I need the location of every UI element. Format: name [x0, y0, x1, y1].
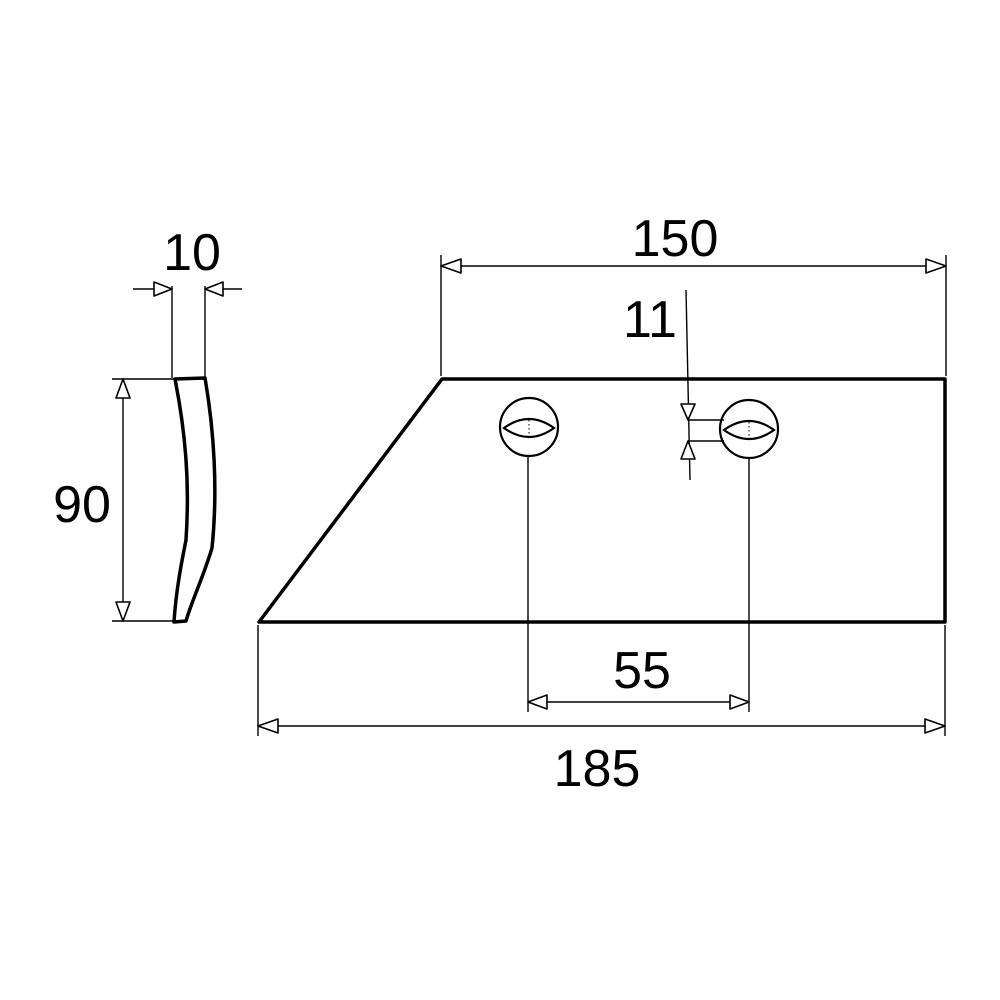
height-label: 90 — [53, 476, 111, 534]
bottom-length-label: 185 — [554, 740, 641, 798]
side-profile-outline — [172, 376, 217, 624]
hole-spacing-arrow-right — [729, 694, 750, 710]
hole-spacing-label: 55 — [613, 642, 671, 700]
hole-diameter-arrow-top — [680, 403, 696, 421]
thickness-arrow-right — [204, 281, 224, 297]
hole-diameter-label: 11 — [623, 291, 677, 349]
bottom-length-arrow-right — [924, 718, 946, 734]
top-length-label: 150 — [632, 210, 719, 268]
top-length-arrow-left — [440, 258, 462, 274]
side-view: 10 90 — [53, 224, 242, 624]
front-view: 150 11 55 185 — [257, 210, 947, 798]
blade-outline — [257, 377, 947, 624]
hole-spacing-arrow-left — [527, 694, 548, 710]
height-arrow-top — [115, 378, 131, 399]
top-length-arrow-right — [925, 258, 947, 274]
mounting-hole-left — [498, 396, 560, 458]
thickness-label: 10 — [163, 224, 221, 282]
mounting-hole-right — [718, 398, 780, 460]
thickness-arrow-left — [153, 281, 173, 297]
bottom-length-arrow-left — [257, 718, 279, 734]
height-arrow-bottom — [115, 601, 131, 622]
hole-diameter-arrow-bottom — [680, 440, 696, 460]
